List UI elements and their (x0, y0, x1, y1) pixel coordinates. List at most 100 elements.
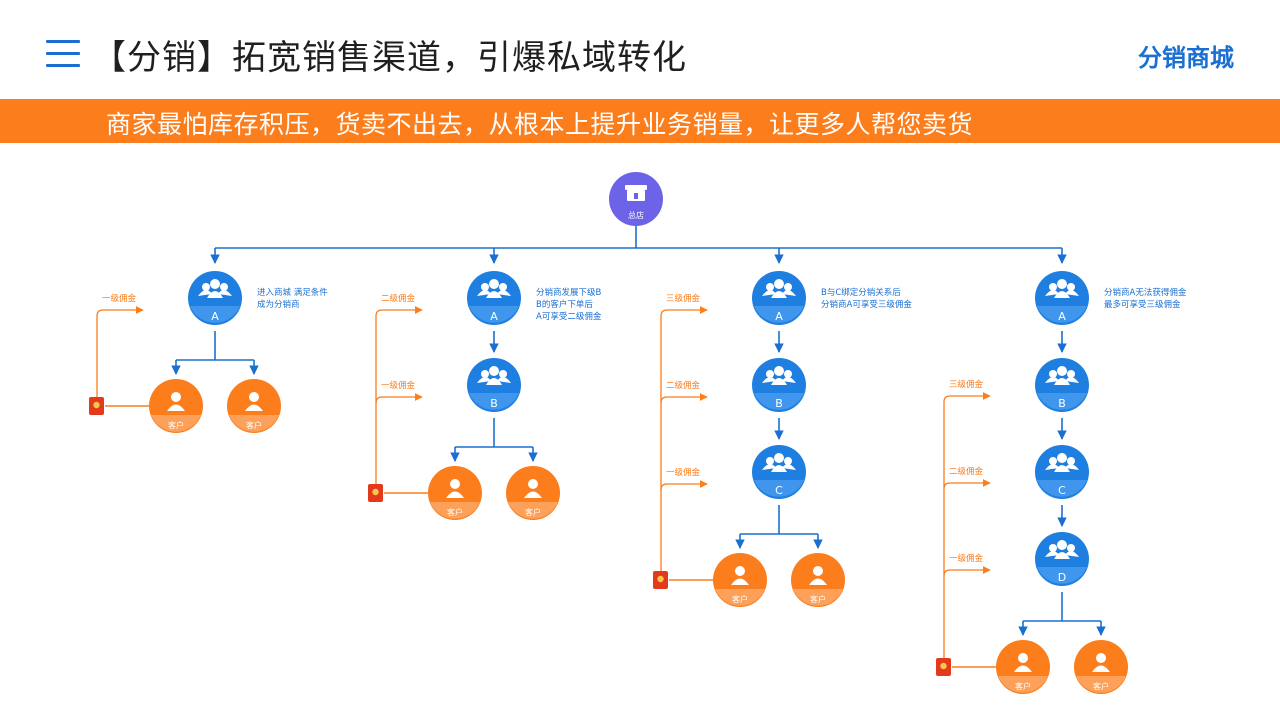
customer-person-icon (1018, 653, 1028, 663)
customer-label: 客户 (810, 594, 826, 604)
commission-branch-line (660, 393, 708, 404)
customer-person-icon-body (245, 404, 263, 411)
group-icon-left (1049, 283, 1057, 291)
distributor-node-band (1037, 393, 1087, 410)
commission-label: 一级佣金 (949, 553, 984, 564)
distributor-node-band (1037, 306, 1087, 323)
group-icon-body-left (198, 289, 212, 296)
group-icon-body-right (218, 289, 232, 296)
group-icon-body-left (762, 289, 776, 296)
group-icon-right (499, 283, 507, 291)
customer-node-band (1076, 676, 1126, 693)
red-packet-coin (372, 488, 379, 496)
distributor-node-band (1037, 567, 1087, 584)
group-icon (489, 279, 499, 289)
group-icon-left (202, 283, 210, 291)
group-icon-left (481, 370, 489, 378)
store-icon (625, 185, 647, 190)
group-icon-right (499, 370, 507, 378)
group-icon-right (1067, 283, 1075, 291)
group-icon-body-right (782, 376, 796, 383)
customer-label: 客户 (168, 420, 184, 430)
group-icon-left (1049, 370, 1057, 378)
customer-person-icon-body (446, 491, 464, 498)
distributor-note: B与C绑定分销关系后 (821, 287, 901, 298)
commission-label: 三级佣金 (666, 293, 701, 304)
customer-node-band (715, 589, 765, 606)
banner-text: 商家最怕库存积压，货卖不出去，从根本上提升业务销量，让更多人帮您卖货 (106, 110, 974, 139)
group-icon-body-right (1065, 376, 1079, 383)
commission-label: 三级佣金 (949, 379, 984, 390)
distributor-label: B (1058, 397, 1066, 410)
group-icon (489, 366, 499, 376)
customer-node-band (793, 589, 843, 606)
customer-label: 客户 (525, 507, 541, 517)
group-icon-left (766, 457, 774, 465)
customer-person-icon (813, 566, 823, 576)
group-icon (774, 453, 784, 463)
group-icon (210, 279, 220, 289)
customer-person-icon (1096, 653, 1106, 663)
group-icon-body-right (1065, 550, 1079, 557)
distributor-node-band (754, 306, 804, 323)
distributor-note: 进入商城 满足条件 (257, 287, 328, 298)
commission-branch-line (943, 566, 991, 577)
distributor-label: D (1058, 571, 1066, 584)
group-icon-body-right (497, 376, 511, 383)
commission-flow-line (943, 392, 991, 667)
customer-label: 客户 (732, 594, 748, 604)
group-icon-body-right (782, 463, 796, 470)
customer-person-icon-body (809, 578, 827, 585)
menu-icon[interactable] (46, 40, 80, 70)
customer-person-icon (450, 479, 460, 489)
root-label: 总店 (628, 210, 644, 220)
banner: 商家最怕库存积压，货卖不出去，从根本上提升业务销量，让更多人帮您卖货 (0, 99, 1280, 143)
customer-person-icon-body (731, 578, 749, 585)
customer-person-icon (171, 392, 181, 402)
customer-label: 客户 (447, 507, 463, 517)
group-icon-right (784, 457, 792, 465)
distributor-label: C (775, 484, 783, 497)
commission-flow-line (375, 306, 423, 493)
commission-label: 一级佣金 (381, 380, 416, 391)
red-packet-coin (940, 662, 947, 670)
group-icon-body-left (762, 376, 776, 383)
commission-branch-line (660, 480, 708, 491)
group-icon-body-right (1065, 463, 1079, 470)
commission-label: 一级佣金 (102, 293, 137, 304)
distributor-label: A (775, 310, 783, 323)
store-icon-door (634, 193, 638, 199)
distributor-note: A可享受二级佣金 (536, 311, 602, 322)
distributor-node-band (469, 393, 519, 410)
group-icon-body-left (1045, 463, 1059, 470)
customer-person-icon-body (524, 491, 542, 498)
customer-node-band (151, 415, 201, 432)
group-icon-body-right (1065, 289, 1079, 296)
distributor-label: A (490, 310, 498, 323)
group-icon-body-left (477, 289, 491, 296)
group-icon-left (766, 370, 774, 378)
group-icon-right (1067, 457, 1075, 465)
group-icon-right (1067, 370, 1075, 378)
distributor-node-band (1037, 480, 1087, 497)
commission-label: 一级佣金 (666, 467, 701, 478)
distributor-label: A (1058, 310, 1066, 323)
red-packet-coin (657, 575, 664, 583)
group-icon-right (1067, 544, 1075, 552)
customer-node-band (508, 502, 558, 519)
customer-person-icon-body (167, 404, 185, 411)
distributor-node-band (754, 393, 804, 410)
group-icon-right (784, 283, 792, 291)
distributor-note: 分销商A无法获得佣金 (1104, 287, 1187, 298)
red-packet-coin (93, 401, 100, 409)
commission-label: 二级佣金 (381, 293, 416, 304)
distributor-node-band (754, 480, 804, 497)
group-icon-left (766, 283, 774, 291)
distributor-node-band (469, 306, 519, 323)
customer-label: 客户 (1015, 681, 1031, 691)
distributor-note: 分销商A可享受三级佣金 (821, 299, 912, 310)
group-icon (1057, 366, 1067, 376)
customer-person-icon (528, 479, 538, 489)
group-icon (1057, 540, 1067, 550)
group-icon (1057, 453, 1067, 463)
